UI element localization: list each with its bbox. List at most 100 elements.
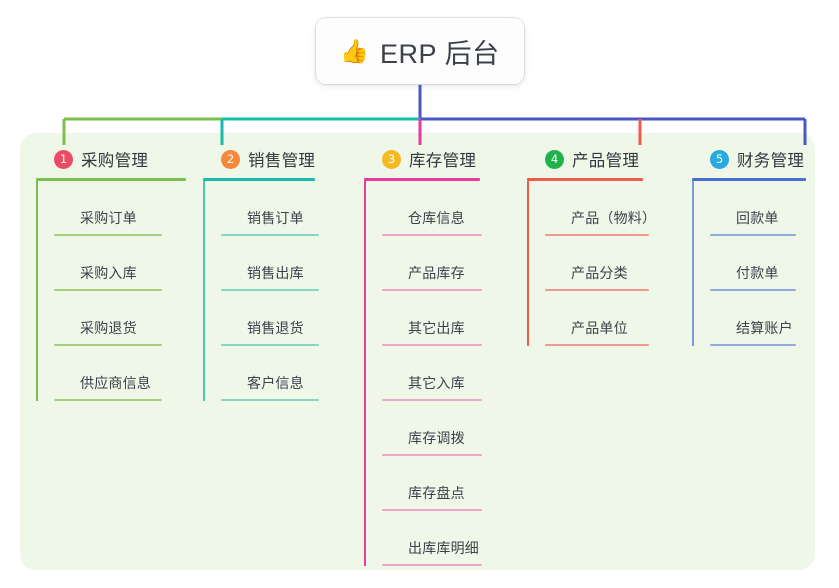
column-badge-4: 4 <box>545 149 564 169</box>
leaf-item-label: 仓库信息 <box>408 210 465 226</box>
column-body-3: 仓库信息产品库存其它出库其它入库库存调拨库存盘点出库库明细 <box>364 181 482 566</box>
leaf-item-rule <box>221 399 319 401</box>
leaf-item-rule <box>54 234 162 236</box>
leaf-item[interactable]: 仓库信息 <box>382 181 482 236</box>
leaf-item[interactable]: 产品（物料） <box>545 181 656 236</box>
leaf-item-rule <box>382 344 482 346</box>
leaf-item-label: 产品库存 <box>408 265 465 281</box>
leaf-item-label: 销售订单 <box>247 210 304 226</box>
column-badge-3: 3 <box>382 149 401 169</box>
leaf-item-rule <box>54 399 162 401</box>
column-header-rule-2 <box>203 178 315 181</box>
leaf-item-rule <box>54 289 162 291</box>
leaf-item[interactable]: 产品库存 <box>382 236 482 291</box>
column-body-5: 回款单付款单结算账户 <box>692 181 806 346</box>
leaf-item-label: 采购入库 <box>80 265 137 281</box>
column-body-2: 销售订单销售出库销售退货客户信息 <box>203 181 319 401</box>
column-spine-4 <box>527 181 529 346</box>
leaf-item-rule <box>221 234 319 236</box>
column-badge-2: 2 <box>221 149 240 169</box>
leaf-item-rule <box>382 289 482 291</box>
root-node-title: ERP 后台 <box>380 38 500 69</box>
leaf-item[interactable]: 采购订单 <box>54 181 186 236</box>
leaf-item-label: 供应商信息 <box>80 375 151 391</box>
leaf-item[interactable]: 采购退货 <box>54 291 186 346</box>
leaf-item[interactable]: 产品单位 <box>545 291 649 346</box>
column-header-rule-5 <box>692 178 806 181</box>
root-node[interactable]: 👍 ERP 后台 <box>316 18 524 84</box>
leaf-item-rule <box>710 234 796 236</box>
leaf-item-rule <box>221 344 319 346</box>
leaf-item-rule <box>382 509 482 511</box>
column-1: 1 采购管理采购订单采购入库采购退货供应商信息 <box>36 146 186 401</box>
leaf-item-label: 结算账户 <box>736 320 793 336</box>
leaf-item[interactable]: 其它入库 <box>382 346 482 401</box>
column-header-5[interactable]: 5 财务管理 <box>692 146 806 172</box>
column-spine-5 <box>692 181 694 346</box>
column-header-rule-4 <box>527 178 643 181</box>
column-badge-5: 5 <box>710 149 729 169</box>
column-title-3: 库存管理 <box>409 152 477 170</box>
column-badge-1: 1 <box>54 149 73 169</box>
leaf-item[interactable]: 出库库明细 <box>382 511 482 566</box>
column-header-4[interactable]: 4 产品管理 <box>527 146 643 172</box>
column-title-2: 销售管理 <box>248 152 316 170</box>
thumbs-up-icon: 👍 <box>340 37 370 64</box>
leaf-item-label: 销售退货 <box>247 320 304 336</box>
column-2: 2 销售管理销售订单销售出库销售退货客户信息 <box>203 146 319 401</box>
leaf-item[interactable]: 结算账户 <box>710 291 806 346</box>
leaf-item-label: 客户信息 <box>247 375 304 391</box>
leaf-item-rule <box>382 399 482 401</box>
leaf-item-label: 产品单位 <box>571 320 628 336</box>
leaf-item-rule <box>382 454 482 456</box>
column-title-5: 财务管理 <box>737 152 805 170</box>
column-spine-1 <box>36 181 38 401</box>
leaf-item-rule <box>382 564 482 566</box>
leaf-item-rule <box>221 289 319 291</box>
column-3: 3 库存管理仓库信息产品库存其它出库其它入库库存调拨库存盘点出库库明细 <box>364 146 482 566</box>
leaf-item-rule <box>382 234 482 236</box>
leaf-item-rule <box>545 289 649 291</box>
leaf-item[interactable]: 回款单 <box>710 181 806 236</box>
column-header-2[interactable]: 2 销售管理 <box>203 146 315 172</box>
leaf-item-label: 库存调拨 <box>408 430 465 446</box>
column-header-1[interactable]: 1 采购管理 <box>36 146 186 172</box>
column-body-4: 产品（物料） 产品分类产品单位 <box>527 181 656 346</box>
leaf-item-label: 库存盘点 <box>408 485 465 501</box>
leaf-item[interactable]: 销售退货 <box>221 291 319 346</box>
leaf-item[interactable]: 付款单 <box>710 236 806 291</box>
leaf-item-label: 采购退货 <box>80 320 137 336</box>
column-4: 4 产品管理产品（物料） 产品分类产品单位 <box>527 146 656 346</box>
leaf-item-label: 回款单 <box>736 210 779 226</box>
leaf-item[interactable]: 供应商信息 <box>54 346 186 401</box>
leaf-item-label: 付款单 <box>736 265 779 281</box>
column-title-4: 产品管理 <box>572 152 640 170</box>
leaf-item[interactable]: 采购入库 <box>54 236 186 291</box>
column-spine-3 <box>364 181 366 566</box>
column-header-rule-1 <box>36 178 186 181</box>
leaf-item[interactable]: 库存调拨 <box>382 401 482 456</box>
column-header-3[interactable]: 3 库存管理 <box>364 146 480 172</box>
leaf-item[interactable]: 库存盘点 <box>382 456 482 511</box>
leaf-item[interactable]: 客户信息 <box>221 346 319 401</box>
leaf-item-label: 出库库明细 <box>408 540 479 556</box>
column-title-1: 采购管理 <box>81 152 149 170</box>
diagram-panel-background <box>20 133 815 570</box>
column-5: 5 财务管理回款单付款单结算账户 <box>692 146 806 346</box>
column-header-rule-3 <box>364 178 480 181</box>
leaf-item-rule <box>545 234 649 236</box>
column-spine-2 <box>203 181 205 401</box>
leaf-item[interactable]: 其它出库 <box>382 291 482 346</box>
leaf-item[interactable]: 销售订单 <box>221 181 319 236</box>
column-body-1: 采购订单采购入库采购退货供应商信息 <box>36 181 186 401</box>
leaf-item-rule <box>545 344 649 346</box>
leaf-item-label: 产品（物料） <box>571 210 657 226</box>
leaf-item[interactable]: 产品分类 <box>545 236 649 291</box>
leaf-item[interactable]: 销售出库 <box>221 236 319 291</box>
leaf-item-label: 产品分类 <box>571 265 628 281</box>
leaf-item-label: 销售出库 <box>247 265 304 281</box>
root-node-content: 👍 ERP 后台 <box>340 32 499 71</box>
leaf-item-rule <box>54 344 162 346</box>
leaf-item-label: 采购订单 <box>80 210 137 226</box>
leaf-item-rule <box>710 289 796 291</box>
